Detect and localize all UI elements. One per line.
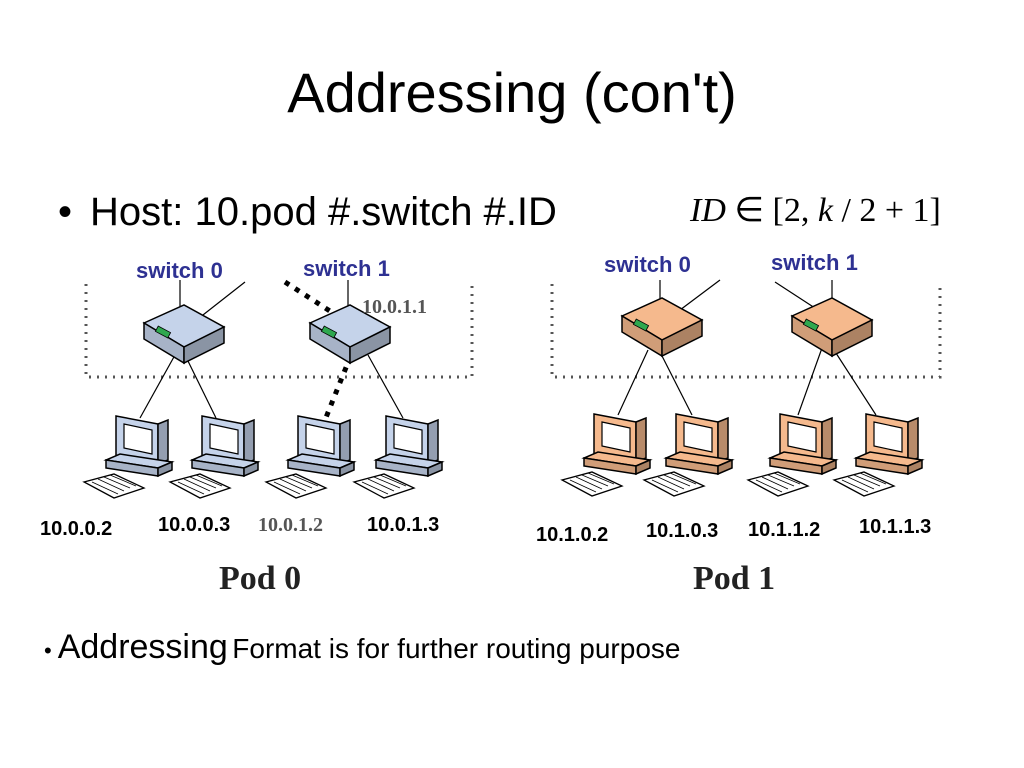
pod-0-diagram [84,279,474,498]
host-link [185,356,217,419]
host-computer-icon [562,414,650,496]
switch-icon [792,298,872,356]
host-link [139,354,176,419]
routing-format-bullet: •Addressing Format is for further routin… [44,628,680,667]
formula-id: ID [690,192,726,229]
formula-relation: ∈ [2, [725,192,818,229]
pod1-host2-ip: 10.1.1.2 [748,519,821,541]
pod0-host0-ip: 10.0.0.2 [40,518,113,540]
host-link [659,351,693,416]
host-link [617,349,649,416]
slide-title: Addressing (con't) [287,61,737,124]
bullet-marker: • [58,190,73,234]
host-computer-icon [644,414,732,496]
host-link [833,349,877,416]
host-link [797,347,823,416]
pod0-host2-ip: 10.0.1.2 [258,514,323,536]
host-address-bullet: • Host: 10.pod #.switch #.ID [58,190,557,235]
routing-format-text: Format is for further routing purpose [232,633,681,664]
pod1-host0-ip: 10.1.0.2 [536,524,609,546]
host-computer-icon [84,416,172,498]
pod0-label: Pod 0 [219,560,302,597]
switch-icon [144,305,224,363]
id-range-formula: ID ∈ [2, k / 2 + 1] [690,190,941,230]
host-computer-icon [170,416,258,498]
pod1-switch0-label: switch 0 [604,252,691,277]
pod0-switch0-label: switch 0 [136,258,223,283]
pod1-host3-ip: 10.1.1.3 [859,516,932,538]
pod1-switch1-label: switch 1 [771,250,858,275]
uplink [774,281,819,311]
formula-k: k [817,192,833,229]
switch-icon [622,298,702,356]
host-address-format: Host: 10.pod #.switch #.ID [90,190,557,234]
addressing-word: Addressing [57,628,228,666]
host-computer-icon [266,416,354,498]
bullet-marker: • [44,638,52,663]
pod0-switch1-label: switch 1 [303,256,390,281]
pod-1-boundary [550,284,942,379]
host-computer-icon [834,414,922,496]
formula-rest: / 2 + 1] [832,192,941,229]
pod0-host3-ip: 10.0.1.3 [367,514,440,536]
host-computer-icon [354,416,442,498]
pod1-label: Pod 1 [693,560,776,597]
host-link [367,354,404,419]
pod1-host1-ip: 10.1.0.3 [646,520,719,542]
uplink-dashed [283,279,335,316]
host-computer-icon [748,414,836,496]
pod0-host1-ip: 10.0.0.3 [158,514,231,536]
pod0-switch1-ip: 10.0.1.1 [362,296,427,318]
pod-1-diagram [550,279,942,496]
